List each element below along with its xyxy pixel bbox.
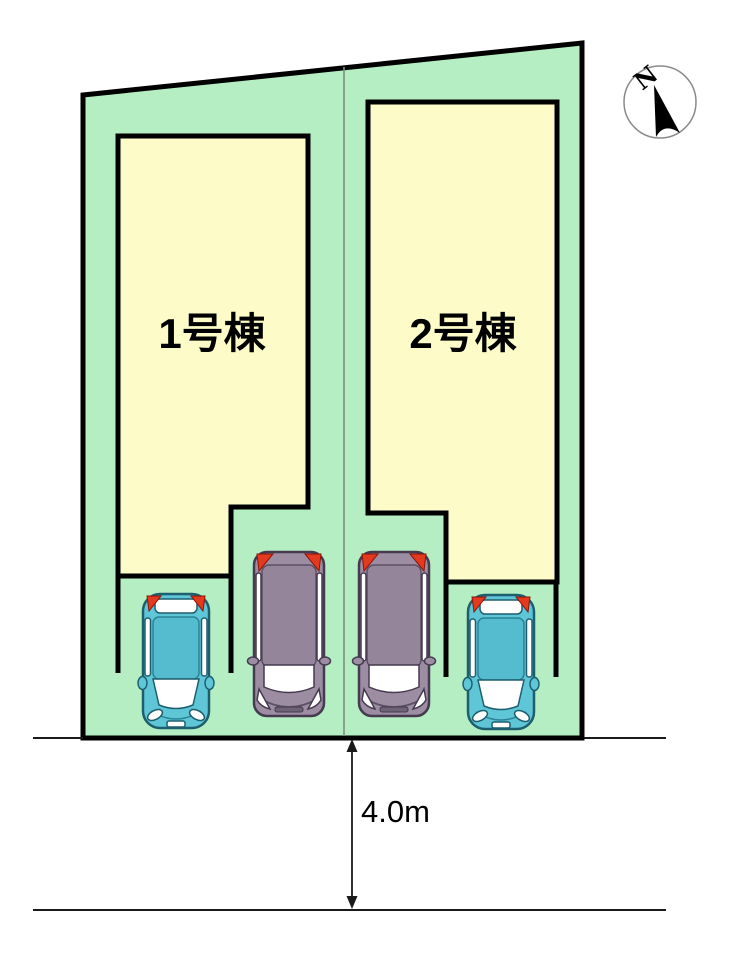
road-width-label: 4.0m xyxy=(361,794,430,829)
building-2-label: 2号棟 xyxy=(409,310,517,357)
lot2-compact-car-icon xyxy=(461,593,541,731)
compass-needle xyxy=(654,85,680,137)
lot1-compact-car-icon xyxy=(136,592,216,730)
compass-icon: N xyxy=(623,59,697,139)
lot2-minivan-car-icon xyxy=(351,550,437,718)
road-width-arrow xyxy=(346,739,358,909)
lot1-minivan-car-icon xyxy=(246,550,332,718)
building-1-label: 1号棟 xyxy=(158,310,266,357)
